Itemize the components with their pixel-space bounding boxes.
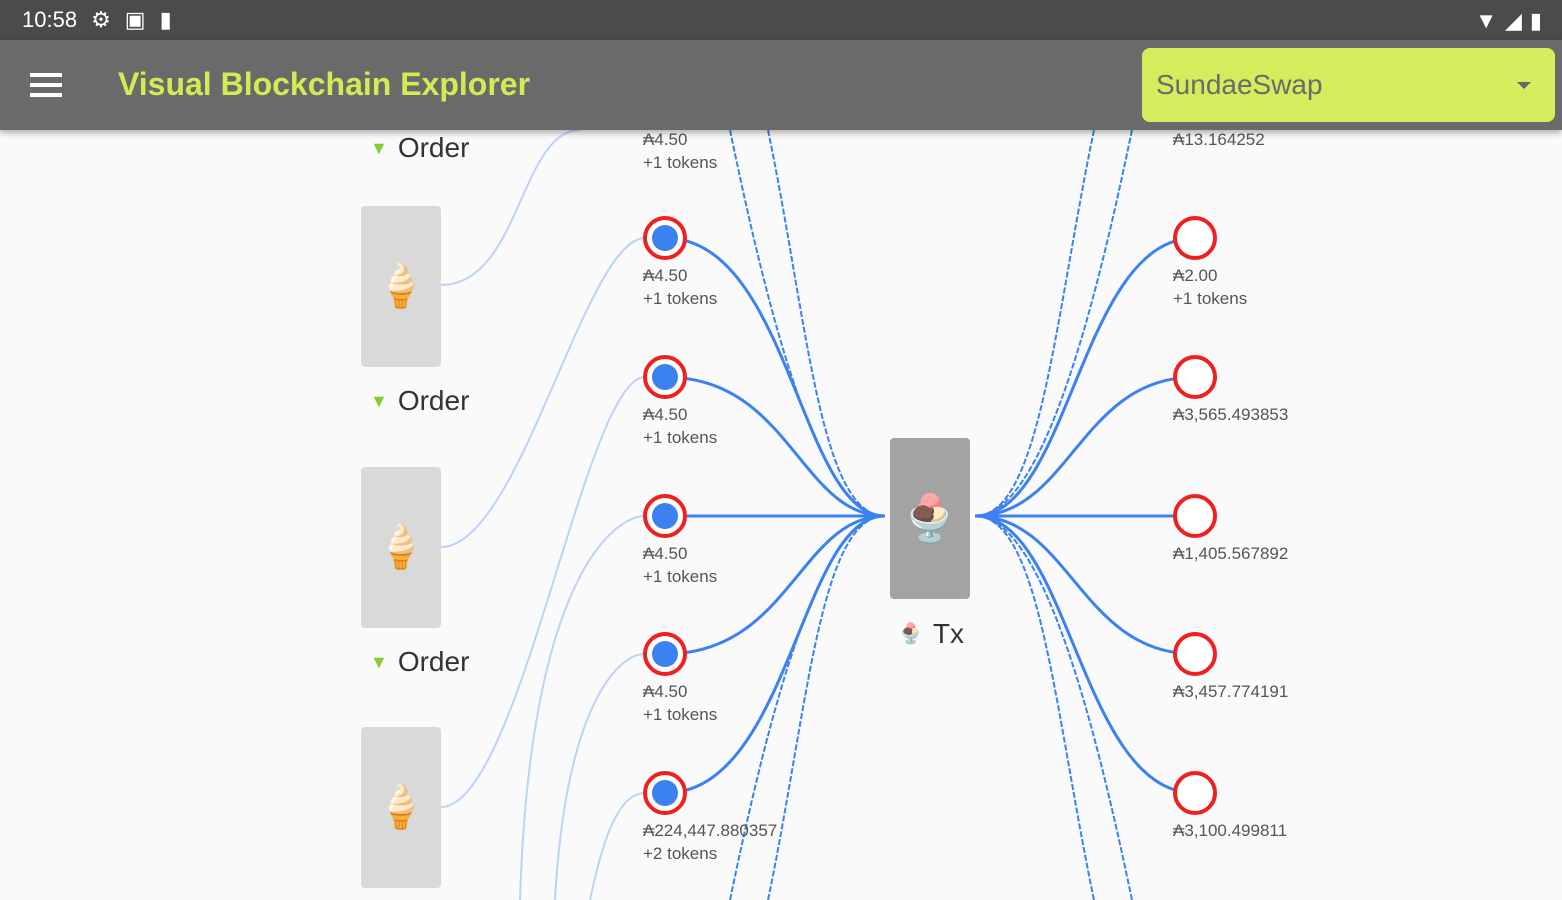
input-edge <box>664 514 886 795</box>
input-edge <box>664 236 886 518</box>
input-amount: ₳224,447.880357 +2 tokens <box>643 819 777 865</box>
status-bar: 10:58 ⚙ ▣ ▮ ▼ ◢ ▮ <box>0 0 1562 40</box>
input-ada: ₳224,447.880357 <box>643 821 778 840</box>
output-utxo-node[interactable] <box>1173 216 1217 260</box>
order-edge <box>554 653 646 900</box>
input-edge <box>664 514 886 656</box>
input-utxo-dot[interactable] <box>652 225 678 251</box>
input-amount: ₳4.50 +1 tokens <box>643 542 717 588</box>
ice-cream-icon: 🍦 <box>374 262 428 309</box>
input-utxo-dot[interactable] <box>652 503 678 529</box>
app-title: Visual Blockchain Explorer <box>118 66 531 102</box>
order-label: ▼ Order <box>370 132 469 164</box>
sd-card-icon: ▮ <box>159 7 172 32</box>
output-ada: ₳3,457.774191 <box>1173 682 1289 701</box>
output-amount: ₳3,100.499811 <box>1173 819 1287 842</box>
input-tokens: +1 tokens <box>643 153 718 172</box>
dropdown-value: SundaeSwap <box>1156 69 1323 100</box>
input-utxo-dot[interactable] <box>652 364 678 390</box>
settings-icon: ⚙ <box>91 7 111 32</box>
input-tokens: +2 tokens <box>643 844 718 863</box>
battery-icon: ▮ <box>1529 8 1542 33</box>
output-amount: ₳3,457.774191 <box>1173 680 1288 703</box>
output-tokens: +1 tokens <box>1173 289 1248 308</box>
output-edge <box>974 375 1196 518</box>
output-ada: ₳1,405.567892 <box>1173 544 1289 563</box>
app-bar: Visual Blockchain Explorer SundaeSwap <box>0 40 1562 130</box>
output-amount: ₳3,565.493853 <box>1173 403 1288 426</box>
chevron-down-icon <box>1517 82 1531 89</box>
input-amount: ₳4.50 +1 tokens <box>643 128 717 174</box>
input-tokens: +1 tokens <box>643 289 718 308</box>
signal-icon: ◢ <box>1504 8 1522 33</box>
output-utxo-node[interactable] <box>1173 632 1217 676</box>
order-label: ▼ Order <box>370 385 469 417</box>
input-ada: ₳4.50 <box>643 682 688 701</box>
output-utxo-node[interactable] <box>1173 494 1217 538</box>
order-edge <box>440 129 581 286</box>
input-ada: ₳4.50 <box>643 266 688 285</box>
input-edge-offscreen <box>767 129 886 517</box>
ice-cream-icon: 🍦 <box>374 523 428 570</box>
output-edge <box>974 514 1196 795</box>
order-script-card[interactable]: 🍦 <box>361 206 441 367</box>
input-ada: ₳4.50 <box>643 405 688 424</box>
ice-cream-icon: ▼ <box>370 391 388 411</box>
input-amount: ₳4.50 +1 tokens <box>643 680 717 726</box>
order-text: Order <box>397 646 470 677</box>
ice-cream-icon: ▼ <box>370 138 388 158</box>
ice-cream-icon: 🍦 <box>374 783 428 830</box>
output-amount: ₳1,405.567892 <box>1173 542 1288 565</box>
output-amount: ₳2.00 +1 tokens <box>1173 264 1247 310</box>
output-amount: ₳13.164252 <box>1173 128 1265 151</box>
output-edge-offscreen <box>974 515 1133 900</box>
output-ada: ₳2.00 <box>1173 266 1218 285</box>
input-utxo-dot[interactable] <box>652 780 678 806</box>
sundae-icon: 🍨 <box>901 492 959 544</box>
output-edge-offscreen <box>974 515 1095 900</box>
order-script-card[interactable]: 🍦 <box>361 727 441 888</box>
order-label: ▼ Order <box>370 646 469 678</box>
status-time: 10:58 <box>22 7 78 32</box>
order-script-card[interactable]: 🍦 <box>361 467 441 628</box>
output-edge <box>974 514 1196 656</box>
menu-icon[interactable] <box>30 73 62 97</box>
tx-text: Tx <box>932 618 965 649</box>
input-tokens: +1 tokens <box>643 567 718 586</box>
sundae-icon: 🍨 <box>898 623 923 645</box>
output-edge-offscreen <box>974 129 1133 517</box>
tx-label: 🍨 Tx <box>898 618 964 650</box>
project-dropdown[interactable]: SundaeSwap <box>1142 48 1555 122</box>
order-edge <box>519 515 646 900</box>
input-ada: ₳4.50 <box>643 130 688 149</box>
input-ada: ₳4.50 <box>643 544 688 563</box>
order-edge <box>440 237 646 548</box>
output-ada: ₳3,565.493853 <box>1173 405 1289 424</box>
output-utxo-node[interactable] <box>1173 355 1217 399</box>
input-amount: ₳4.50 +1 tokens <box>643 403 717 449</box>
input-utxo-dot[interactable] <box>652 641 678 667</box>
order-edge <box>440 376 646 808</box>
input-edge <box>664 375 886 518</box>
output-ada: ₳13.164252 <box>1173 130 1265 149</box>
transaction-card[interactable]: 🍨 <box>890 438 970 599</box>
order-text: Order <box>397 132 470 163</box>
input-amount: ₳4.50 +1 tokens <box>643 264 717 310</box>
output-ada: ₳3,100.499811 <box>1173 821 1288 840</box>
input-edge-offscreen <box>729 129 886 517</box>
input-tokens: +1 tokens <box>643 428 718 447</box>
output-edge <box>974 236 1196 518</box>
input-edge-offscreen <box>767 515 886 900</box>
order-text: Order <box>397 385 470 416</box>
order-edge <box>589 792 646 900</box>
wifi-icon: ▼ <box>1475 8 1497 33</box>
ice-cream-icon: ▼ <box>370 652 388 672</box>
output-edge-offscreen <box>974 129 1095 517</box>
input-tokens: +1 tokens <box>643 705 718 724</box>
notification-icon: ▣ <box>124 7 146 32</box>
output-utxo-node[interactable] <box>1173 771 1217 815</box>
